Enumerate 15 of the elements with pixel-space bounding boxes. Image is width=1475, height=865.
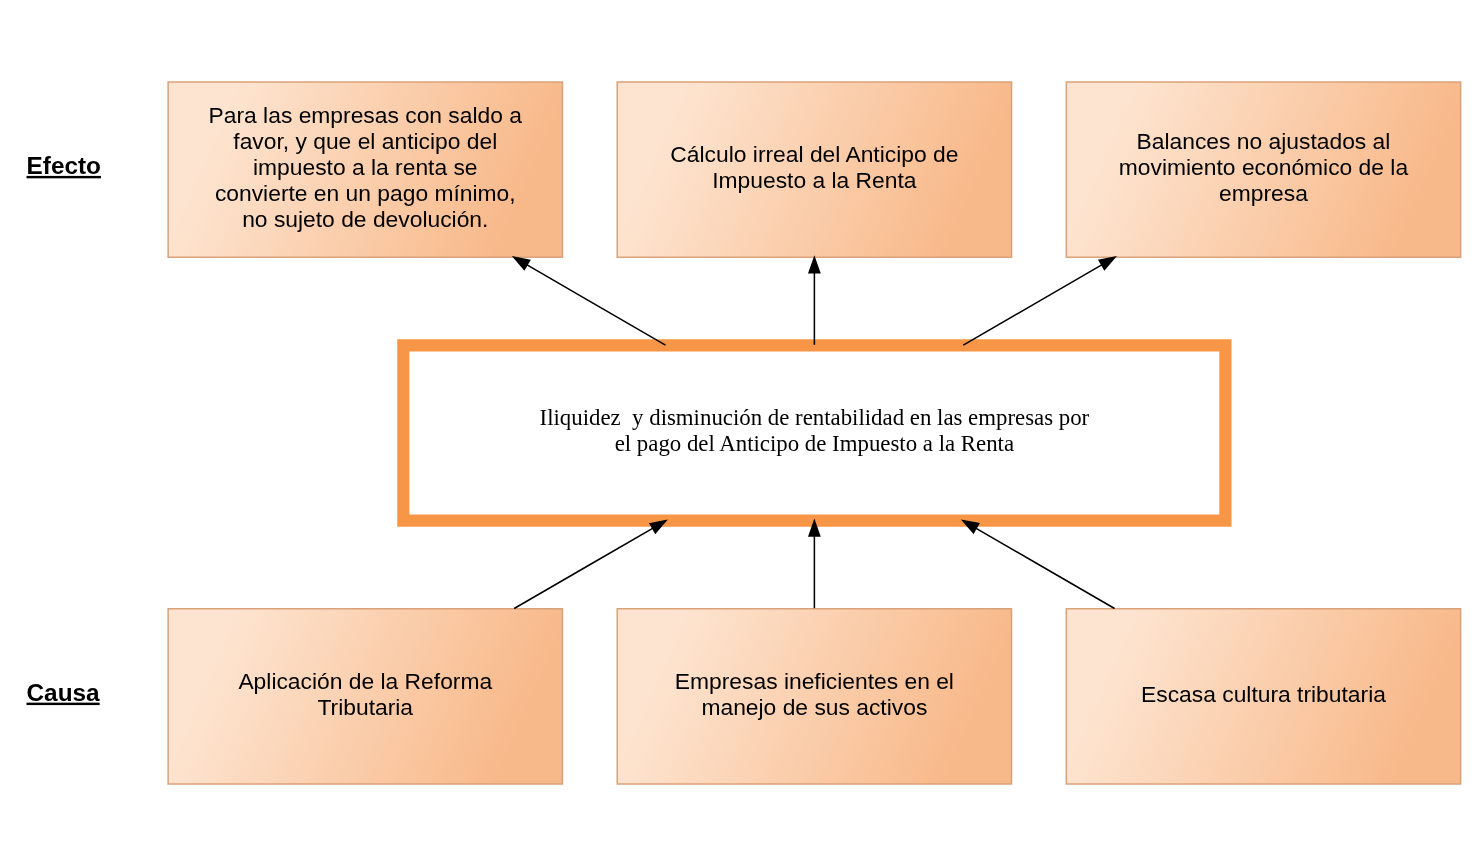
arrow <box>513 518 668 609</box>
arrow <box>807 254 821 346</box>
node-box: Balances no ajustados al movimiento económico de la empresa <box>1065 80 1462 258</box>
node-box: Para las empresas con saldo a favor, y que el anticipo del impuesto a la renta se convierte en un pago mínimo, no sujeto de devolución. <box>167 80 564 258</box>
node-box: Empresas ineficientes en el manejo de sus activos <box>616 607 1013 785</box>
arrow <box>962 255 1117 346</box>
node-box: Aplicación de la Reforma Tributaria <box>167 607 564 785</box>
arrow <box>511 255 667 346</box>
node-box: Cálculo irreal del Anticipo de Impuesto a la Renta <box>616 80 1013 258</box>
node-box: Iliquidez y disminución de rentabilidad en las empresas por el pago del Anticipo de Impuesto a la Renta <box>397 338 1232 527</box>
node-box: Escasa cultura tributaria <box>1065 607 1462 785</box>
arrow <box>960 518 1116 609</box>
arrow <box>807 518 821 609</box>
label: Efecto <box>26 151 101 179</box>
label: Causa <box>26 678 100 706</box>
